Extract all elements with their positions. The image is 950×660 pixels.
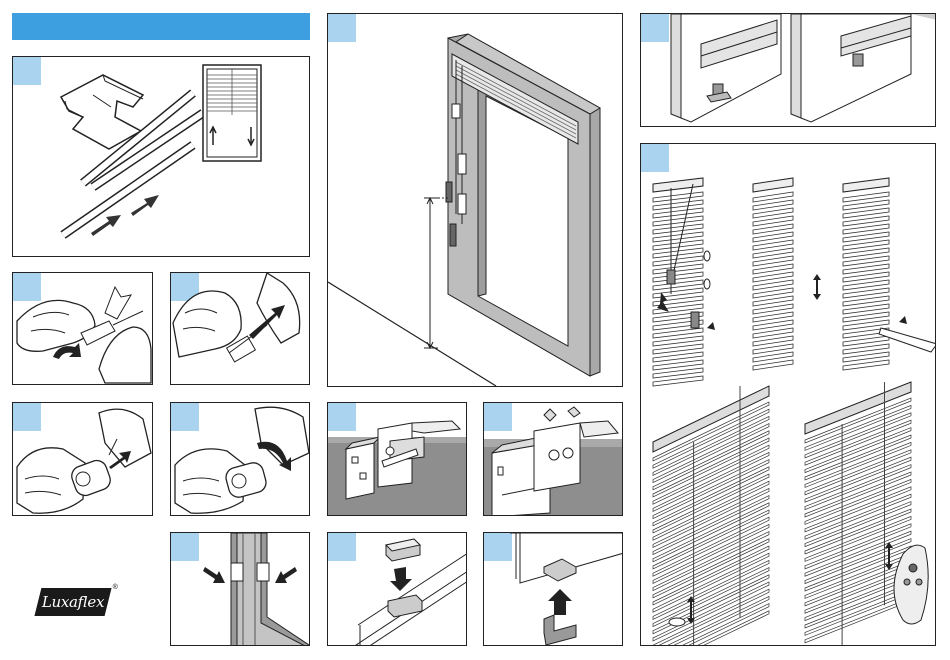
clip-press-down-icon: [328, 533, 467, 646]
panel-measure-window: [327, 13, 623, 387]
remote-button: [909, 564, 917, 572]
remote-button: [916, 579, 922, 585]
window-frame-measurement-icon: [328, 14, 623, 387]
arrow: [707, 322, 715, 330]
headrail: [653, 178, 703, 192]
panel-thread-cord-1: [12, 272, 153, 385]
arrow: [899, 316, 907, 324]
panel-clip-press: [327, 532, 467, 646]
wall-bracket-icon: [328, 403, 467, 516]
clip-push-up-icon: [484, 533, 623, 646]
registered-mark: ®: [112, 584, 117, 591]
tassel: [691, 312, 699, 328]
luxaflex-logo: Luxaflex ®: [35, 588, 112, 616]
logo-text: Luxaflex: [40, 590, 106, 614]
hand-attaching-clip-icon: [13, 403, 153, 516]
motor: [669, 618, 685, 626]
bracket: [704, 251, 710, 261]
headrail-bracket-icon: [641, 14, 936, 127]
side-bracket-icon: [484, 403, 623, 516]
header-bar: [12, 13, 310, 40]
headrail: [843, 178, 889, 192]
panel-top-bracket-detail: [640, 13, 936, 127]
panel-attach-clip-1: [12, 402, 153, 516]
panel-clip-push-up: [483, 532, 623, 646]
bracket: [704, 279, 710, 289]
channel-mount-icon: [171, 533, 310, 646]
hand-pulling-cord-icon: [171, 273, 310, 385]
arrow: [813, 274, 821, 300]
panel-thread-cord-2: [170, 272, 310, 385]
blind-operation-with-remote-icon: [641, 144, 936, 646]
panel-attach-clip-2: [170, 402, 310, 516]
headrail: [753, 178, 793, 192]
cord-connector-and-cords-icon: [13, 57, 310, 257]
panel-mount-channel: [170, 532, 310, 646]
tassel: [667, 270, 675, 284]
hand-rotating-clip-icon: [171, 403, 310, 516]
remote-control: [894, 545, 928, 624]
panel-operate-blinds: [640, 143, 936, 646]
remote-button: [904, 579, 910, 585]
panel-bracket-side: [483, 402, 623, 516]
panel-cord-parts: [12, 56, 310, 257]
panel-bracket-wall: [327, 402, 467, 516]
hand-threading-cord-icon: [13, 273, 153, 385]
